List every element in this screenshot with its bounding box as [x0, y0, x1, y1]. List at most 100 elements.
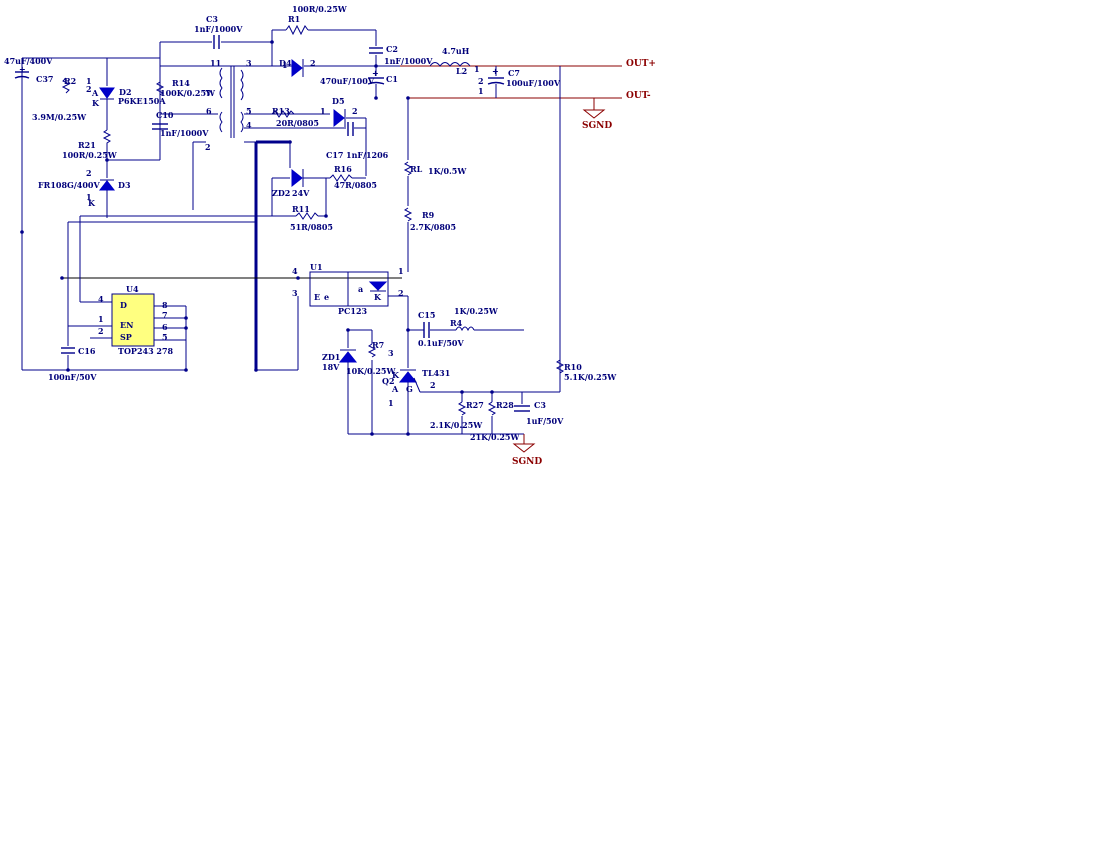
svg-text:+: +: [492, 66, 499, 76]
svg-text:5: 5: [162, 332, 168, 342]
c37-value: 47uF/400V: [4, 56, 53, 66]
c7-capacitor: C7 100uF/100V + 2 1: [478, 66, 561, 98]
r28-value: 21K/0.25W: [470, 432, 520, 442]
r27-ref: R27: [466, 400, 484, 410]
r27-value: 2.1K/0.25W: [430, 420, 483, 430]
svg-text:2: 2: [352, 106, 358, 116]
svg-text:a: a: [358, 284, 363, 294]
c10-value: 1nF/1000V: [160, 128, 209, 138]
d3-ref: D3: [118, 180, 131, 190]
svg-text:2: 2: [310, 58, 316, 68]
r28-ref: R28: [496, 400, 514, 410]
r13-value: 20R/0805: [276, 118, 319, 128]
svg-text:2: 2: [430, 380, 436, 390]
bus-lines: [62, 140, 402, 370]
q2-value: TL431: [422, 368, 450, 378]
net-out-pos-label: OUT+: [626, 59, 656, 69]
svg-text:1: 1: [398, 266, 404, 276]
svg-text:e: e: [324, 292, 329, 302]
svg-text:2: 2: [86, 84, 92, 94]
d2-value: P6KE150A: [118, 96, 166, 106]
r14-ref: R14: [172, 78, 190, 88]
sgnd-right-label: SGND: [582, 121, 612, 131]
zd1-value: 18V: [322, 362, 340, 372]
c3-ref: C3: [206, 14, 218, 24]
r9-ref: R9: [422, 210, 435, 220]
c37-ref: C37: [36, 74, 54, 84]
u4-name: TOP243 278: [118, 346, 174, 356]
svg-text:2: 2: [86, 168, 92, 178]
svg-text:+: +: [19, 64, 26, 74]
r4-value: 1K/0.25W: [454, 306, 499, 316]
c3b-ref: C3: [534, 400, 546, 410]
c17-value: 1nF/1206: [346, 150, 389, 160]
r10-ref: R10: [564, 362, 582, 372]
input-section: 47uF/400V C37 + R2 3.9M/0.25W 1 2 D2 P6K…: [4, 56, 216, 371]
r1-ref: R1: [288, 14, 300, 24]
d2-ref: D2: [119, 87, 132, 97]
svg-text:4: 4: [98, 294, 104, 304]
u1-pin-e: E: [314, 292, 320, 302]
junction-dots: [20, 40, 494, 436]
net-out-neg-label: OUT-: [626, 91, 651, 101]
svg-text:1: 1: [478, 86, 484, 96]
c15-value: 0.1uF/50V: [418, 338, 464, 348]
svg-text:+: +: [372, 68, 379, 78]
svg-text:11: 11: [210, 58, 221, 68]
l2-ref: L2: [456, 66, 467, 76]
c1-value: 470uF/100V: [320, 76, 375, 86]
sgnd-right: SGND: [582, 98, 612, 131]
c10-ref: C10: [156, 110, 174, 120]
svg-text:5: 5: [246, 106, 252, 116]
svg-text:1: 1: [282, 60, 288, 70]
r2-value: 3.9M/0.25W: [32, 112, 87, 122]
c3b-value: 1uF/50V: [526, 416, 564, 426]
svg-text:3: 3: [246, 58, 252, 68]
svg-text:1: 1: [86, 76, 92, 86]
zd1-ref: ZD1: [322, 352, 340, 362]
r2-ref: R2: [64, 76, 76, 86]
r21-value: 100R/0.25W: [62, 150, 118, 160]
svg-text:2: 2: [205, 142, 211, 152]
zd2-ref: ZD2: [272, 188, 290, 198]
aux-winding: R13 20R/0805 D5 1 2 C17 1nF/1206 R16 47R…: [271, 96, 389, 232]
u1-ref: U1: [310, 262, 323, 272]
r10-value: 5.1K/0.25W: [564, 372, 617, 382]
svg-text:3: 3: [292, 288, 298, 298]
r16-ref: R16: [334, 164, 352, 174]
u4-ref: U4: [126, 284, 139, 294]
q2-ref: Q2: [382, 376, 395, 386]
svg-text:2: 2: [98, 326, 104, 336]
svg-text:8: 8: [162, 300, 168, 310]
u4-pin-d: D: [120, 300, 127, 310]
c7-value: 100uF/100V: [506, 78, 561, 88]
c16-ref: C16: [78, 346, 96, 356]
l2-value: 4.7uH: [442, 46, 470, 56]
rl-value: 1K/0.5W: [428, 166, 467, 176]
c2-value: 1nF/1000V: [384, 56, 433, 66]
svg-text:4: 4: [246, 120, 252, 130]
c1-capacitor: C1 470uF/100V +: [320, 66, 398, 98]
svg-text:K: K: [92, 98, 100, 108]
r7-ref: R7: [372, 340, 384, 350]
c3-value: 1nF/1000V: [194, 24, 243, 34]
svg-text:1: 1: [388, 398, 394, 408]
svg-text:A: A: [391, 384, 399, 394]
r11-value: 51R/0805: [290, 222, 333, 232]
svg-text:A: A: [91, 88, 99, 98]
svg-text:4: 4: [292, 266, 298, 276]
svg-text:1: 1: [474, 64, 480, 74]
r13-ref: R13: [272, 106, 290, 116]
svg-text:6: 6: [206, 106, 212, 116]
svg-text:G: G: [406, 384, 413, 394]
svg-text:K: K: [88, 198, 96, 208]
r9-value: 2.7K/0805: [410, 222, 456, 232]
r21-ref: R21: [78, 140, 96, 150]
optocoupler-u1: U1 PC123 E K 4 3 1 2 e a: [256, 262, 409, 371]
svg-text:1: 1: [86, 192, 92, 202]
svg-text:1: 1: [320, 106, 326, 116]
svg-text:2: 2: [398, 288, 404, 298]
svg-text:1: 1: [98, 314, 104, 324]
r7-value: 10K/0.25W: [346, 366, 396, 376]
u1-name: PC123: [338, 306, 368, 316]
